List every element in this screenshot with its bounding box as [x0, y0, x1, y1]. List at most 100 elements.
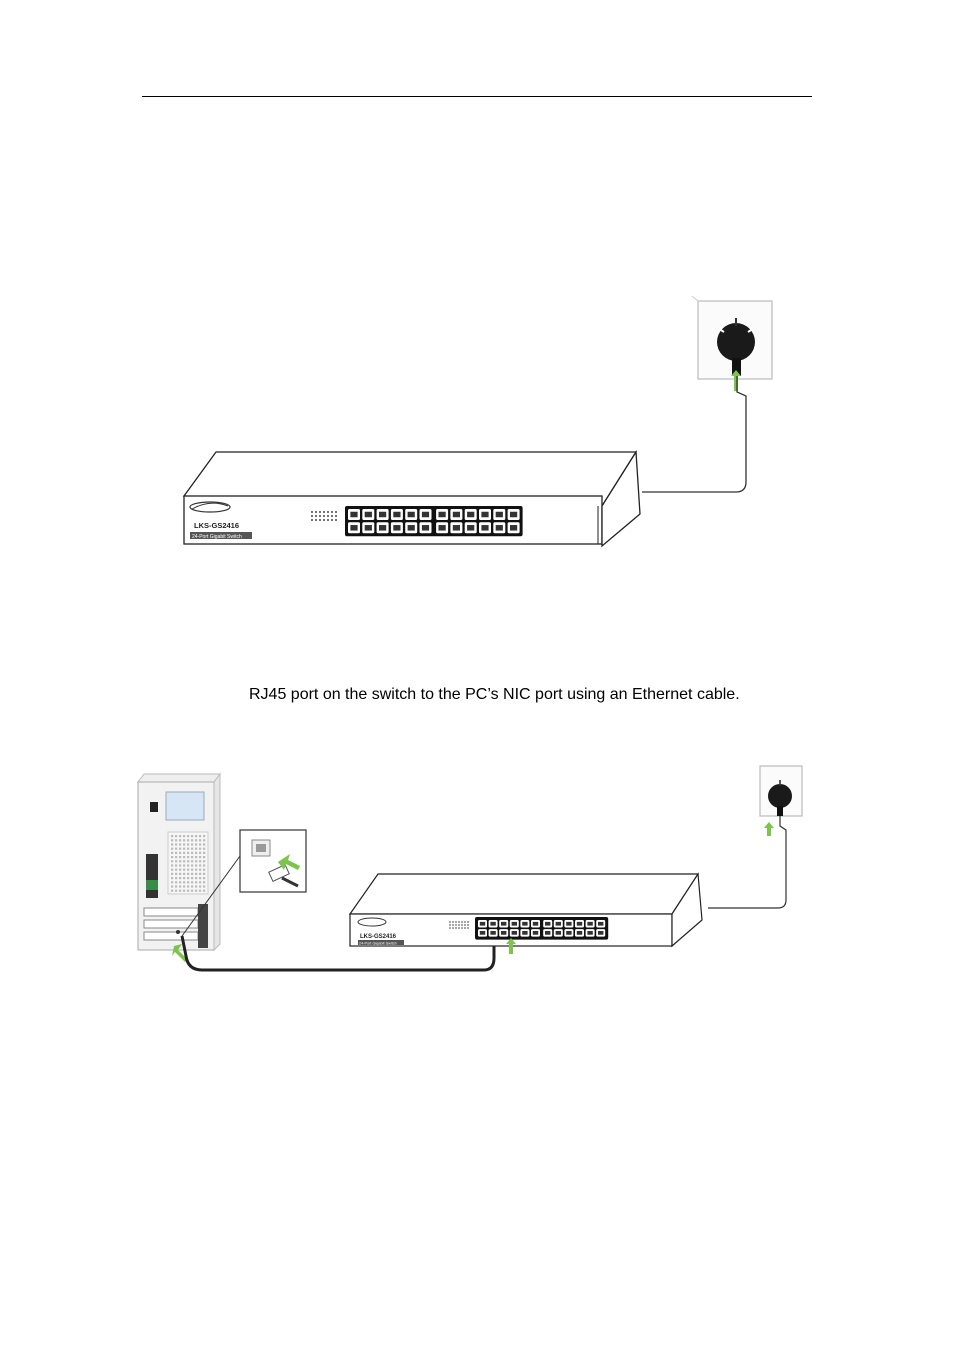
led-indicator	[314, 518, 318, 522]
vent-hole	[191, 839, 194, 842]
vent-hole	[199, 868, 202, 871]
vent-hole	[191, 851, 194, 854]
led-indicator	[326, 510, 330, 514]
pc-tower	[137, 772, 221, 952]
vent-hole	[171, 847, 174, 850]
vent-hole	[187, 835, 190, 838]
vent-hole	[187, 872, 190, 875]
rj45-port-contact	[495, 511, 503, 518]
vent-hole	[183, 877, 186, 880]
vent-hole	[199, 885, 202, 888]
vent-hole	[183, 851, 186, 854]
rj45-port-contact	[576, 930, 583, 935]
led-indicator	[330, 514, 334, 518]
vent-hole	[199, 835, 202, 838]
vent-hole	[191, 835, 194, 838]
vent-hole	[187, 860, 190, 863]
rj45-port-contact	[510, 511, 518, 518]
led-indicator	[322, 510, 326, 514]
vent-hole	[199, 860, 202, 863]
led-indicator	[452, 921, 454, 923]
vent-hole	[171, 877, 174, 880]
led-indicator	[318, 514, 322, 518]
vent-hole	[171, 889, 174, 892]
brand-logo	[357, 917, 387, 927]
rj45-port-contact	[393, 511, 401, 518]
vent-hole	[183, 872, 186, 875]
vent-hole	[179, 881, 182, 884]
led-indicator	[322, 518, 326, 522]
rj45-port-contact	[379, 511, 387, 518]
led-indicator	[310, 518, 314, 522]
vent-hole	[203, 847, 206, 850]
pc-vent-grid	[171, 835, 206, 892]
led-indicator	[458, 927, 460, 929]
rj45-port-contact	[522, 921, 528, 926]
rj45-port-contact	[452, 525, 460, 531]
nic-arrow-icon	[172, 944, 188, 962]
vent-hole	[171, 881, 174, 884]
vent-hole	[195, 864, 198, 867]
vent-hole	[199, 843, 202, 846]
vent-hole	[175, 839, 178, 842]
vent-hole	[183, 856, 186, 859]
vent-hole	[195, 877, 198, 880]
rj45-port-contact	[532, 921, 539, 926]
vent-hole	[183, 839, 186, 842]
vent-hole	[187, 843, 190, 846]
led-indicator	[467, 924, 469, 926]
led-indicator	[322, 514, 326, 518]
vent-hole	[191, 877, 194, 880]
led-indicator	[449, 924, 451, 926]
vent-hole	[175, 864, 178, 867]
vent-hole	[171, 851, 174, 854]
switch-description-bar	[358, 940, 404, 945]
vent-hole	[195, 860, 198, 863]
rj45-port-block	[345, 506, 523, 537]
rj45-port-contact	[350, 511, 358, 518]
network-switch: LKS-GS2416 24-Port Gigabit Switch	[182, 449, 641, 548]
vent-hole	[203, 835, 206, 838]
vent-hole	[175, 881, 178, 884]
led-indicator	[452, 924, 454, 926]
vent-hole	[191, 868, 194, 871]
rj45-port-contact	[555, 930, 561, 935]
rj45-port-contact	[438, 511, 446, 518]
rj45-port-contact	[364, 511, 372, 518]
rj45-port-contact	[481, 525, 489, 531]
rj45-port-contact	[379, 525, 387, 531]
rj45-port-contact	[495, 525, 503, 531]
vent-hole	[171, 868, 174, 871]
vent-hole	[187, 856, 190, 859]
rj45-port-contact	[438, 525, 446, 531]
rj45-port-contact	[566, 930, 572, 935]
vent-hole	[195, 843, 198, 846]
vent-hole	[199, 839, 202, 842]
vent-hole	[171, 843, 174, 846]
vent-hole	[191, 847, 194, 850]
rj45-port-contact	[511, 921, 517, 926]
callout-arrow-icon	[278, 854, 300, 870]
power-connection-illustration: LKS-GS2416 24-Port Gigabit Switch	[182, 296, 773, 548]
vent-hole	[183, 843, 186, 846]
led-indicator	[455, 924, 457, 926]
vent-hole	[191, 856, 194, 859]
led-indicator	[464, 924, 466, 926]
vent-hole	[203, 856, 206, 859]
vent-hole	[195, 856, 198, 859]
vent-hole	[171, 860, 174, 863]
rj45-port-contact	[566, 921, 572, 926]
insert-arrow-icon	[764, 822, 774, 836]
led-indicator-grid	[449, 921, 469, 929]
vent-hole	[203, 872, 206, 875]
rj45-port-contact	[501, 930, 507, 935]
led-indicator	[464, 927, 466, 929]
vent-hole	[179, 889, 182, 892]
rj45-port-contact	[532, 930, 539, 935]
vent-hole	[179, 856, 182, 859]
instruction-text: RJ45 port on the switch to the PC’s NIC …	[249, 686, 740, 703]
vent-hole	[179, 835, 182, 838]
vent-hole	[191, 843, 194, 846]
vent-hole	[179, 885, 182, 888]
vent-hole	[203, 868, 206, 871]
